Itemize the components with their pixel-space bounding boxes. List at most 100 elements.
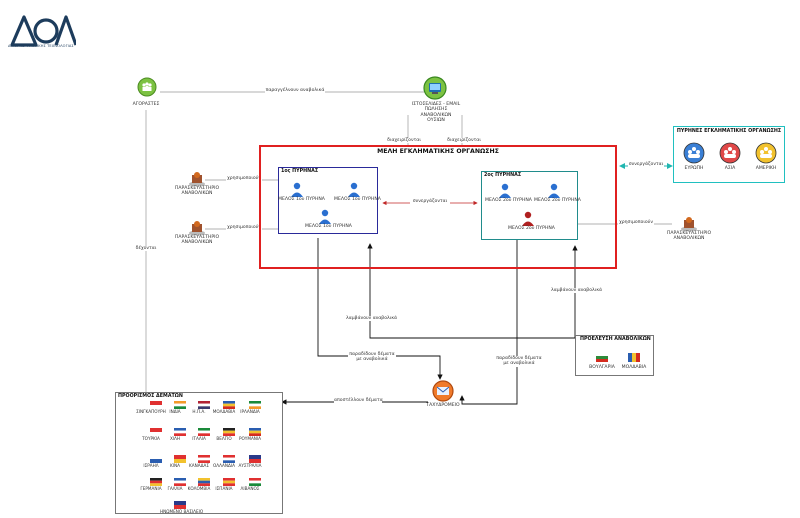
edge-manage-2-label: διαχειρίζονται: [444, 138, 484, 144]
destination-country-label: ΗΝΩΜΕΝΟ ΒΑΣΙΛΕΙΟ: [160, 509, 204, 514]
destination-country-label: ΙΡΛΑΝΔΙΑ: [240, 409, 260, 414]
post-office-label: ΤΑΧΥΔΡΟΜΕΙΟ: [426, 403, 460, 408]
lab-icon: [681, 217, 697, 232]
core2-title: 2ος ΠΥΡΗΝΑΣ: [484, 173, 522, 178]
person-icon: [319, 209, 331, 224]
destination-country-label: ΚΙΝΑ: [170, 463, 180, 468]
core2-member-1-label: ΜΕΛΟΣ 2ου ΠΥΡΗΝΑ: [485, 198, 532, 203]
edge-collab-right-label: συνεργάζονται: [628, 162, 664, 168]
flag-icon: [596, 353, 608, 362]
edge-cooperate-1-label: χρησιμοποιούν: [226, 176, 262, 182]
lab-icon: [189, 172, 205, 187]
destination-country-label: ΡΟΥΜΑΝΙΑ: [238, 436, 262, 441]
flag-icon: [174, 428, 186, 436]
flag-icon: [249, 478, 261, 486]
websites-icon: [423, 76, 447, 100]
destination-country-label: ΓΑΛΛΙΑ: [167, 486, 183, 491]
core1-member-2-label: ΜΕΛΟΣ 1ου ΠΥΡΗΝΑ: [334, 197, 381, 202]
post-office-icon: [432, 380, 454, 402]
destination-country-label: ΛΙΒΑΝΟΣ: [240, 486, 260, 491]
edge-manage-1-label: διαχειρίζονται: [384, 138, 424, 144]
edge-send-label: αποστέλλουν δέματα: [334, 398, 383, 404]
lab-left-2-node[interactable]: [188, 220, 206, 240]
destination-country-label: ΙΣΠΑΝΙΑ: [215, 486, 233, 491]
edge-receive-right-label: λαμβάνουν αναβολικά: [551, 288, 603, 294]
buyers-node[interactable]: [134, 77, 160, 103]
lab-icon: [189, 221, 205, 236]
flag-icon: [174, 501, 186, 509]
flag-icon: [198, 478, 210, 486]
destination-country-label: ΚΟΛΟΜΒΙΑ: [187, 486, 211, 491]
destination-country-label: ΣΙΝΓΚΑΠΟΥΡΗ: [136, 409, 166, 414]
post-office-node[interactable]: [432, 380, 454, 406]
origin-country-label: ΜΟΛΔΑΒΙΑ: [621, 365, 647, 370]
origin-title: ΠΡΟΕΛΕΥΣΗ ΑΝΑΒΟΛΙΚΩΝ: [580, 337, 651, 342]
person-icon: [522, 211, 534, 226]
logo-mark: [10, 15, 76, 47]
destination-country-label: ΟΛΛΑΝΔΙΑ: [213, 463, 235, 468]
destination-country-label: ΚΑΝΑΔΑΣ: [189, 463, 209, 468]
core1-title: 1ος ΠΥΡΗΝΑΣ: [281, 169, 319, 174]
origin-country-label: ΒΟΥΛΓΑΡΙΑ: [589, 365, 615, 370]
person-icon: [348, 182, 360, 197]
destination-country-label: ΤΟΥΡΚΙΑ: [142, 436, 160, 441]
flag-icon: [249, 428, 261, 436]
destination-country-label: ΙΝΔΙΑ: [169, 409, 181, 414]
flag-icon: [223, 478, 235, 486]
flag-icon: [198, 455, 210, 463]
core-region-label: ΑΜΕΡΙΚΗ: [755, 166, 777, 171]
group-icon: [683, 142, 705, 164]
lab-right-node[interactable]: [680, 216, 698, 236]
logo-tagline: ΔΙΑΘΡΗΣ ΨΗΦΙΑΚΗΣ ΤΕΧΝΟΛΟΓΙΑΣ: [8, 44, 74, 48]
flag-icon: [223, 428, 235, 436]
group-icon: [755, 142, 777, 164]
destinations-title: ΠΡΟΟΡΙΣΜΟΣ ΔΕΜΑΤΩΝ: [118, 394, 183, 399]
destination-country-label: ΜΟΛΔΑΒΙΑ: [212, 409, 236, 414]
core-region-label: ΑΣΙΑ: [724, 166, 736, 171]
flag-icon: [174, 478, 186, 486]
flag-icon: [150, 428, 162, 436]
core-region-label: ΕΥΡΩΠΗ: [684, 166, 704, 171]
flag-icon: [223, 455, 235, 463]
flag-icon: [628, 353, 640, 362]
person-icon: [548, 183, 560, 198]
buyers-label: ΑΓΟΡΑΣΤΕΣ: [132, 102, 160, 107]
destination-country-label: ΧΙΛΗ: [169, 436, 181, 441]
lab-left-1-node[interactable]: [188, 171, 206, 191]
destinations-panel: [115, 392, 283, 514]
flag-icon: [198, 401, 210, 409]
destination-country-label: ΑΥΣΤΡΑΛΙΑ: [238, 463, 262, 468]
edge-receive-left-label: λαμβάνουν αναβολικά: [346, 316, 398, 322]
core2-member-2-label: ΜΕΛΟΣ 2ου ΠΥΡΗΝΑ: [534, 198, 581, 203]
flag-icon: [249, 401, 261, 409]
flag-icon: [150, 478, 162, 486]
core-region-0[interactable]: [683, 142, 705, 168]
flag-icon: [150, 455, 162, 463]
destination-country-label: ΙΤΑΛΙΑ: [192, 436, 206, 441]
core2-member-3-label: ΜΕΛΟΣ 2ου ΠΥΡΗΝΑ: [508, 226, 555, 231]
person-icon: [291, 182, 303, 197]
flag-icon: [150, 401, 162, 409]
edge-receive-buyers-label: δέχονται: [132, 246, 160, 252]
flag-icon: [223, 401, 235, 409]
destination-country-label: Η.Π.Α.: [192, 409, 206, 414]
edge-order-label: παραγγέλνουν αναβολικά: [265, 88, 325, 94]
origin-panel: [575, 335, 654, 376]
edge-cooperate-3-label: χρησιμοποιούν: [618, 220, 654, 226]
flag-icon: [249, 455, 261, 463]
org-box: [259, 145, 617, 269]
buyers-icon: [137, 77, 157, 97]
org-title: ΜΕΛΗ ΕΓΚΛΗΜΑΤΙΚΗΣ ΟΡΓΑΝΩΣΗΣ: [377, 148, 499, 155]
websites-node[interactable]: [423, 76, 449, 102]
core1-member-3-label: ΜΕΛΟΣ 1ου ΠΥΡΗΝΑ: [305, 224, 352, 229]
edge-cooperate-2-label: χρησιμοποιούν: [226, 225, 262, 231]
core-region-2[interactable]: [755, 142, 777, 168]
core1-member-1-label: ΜΕΛΟΣ 1ου ΠΥΡΗΝΑ: [278, 197, 325, 202]
core-region-1[interactable]: [719, 142, 741, 168]
flag-icon: [174, 401, 186, 409]
